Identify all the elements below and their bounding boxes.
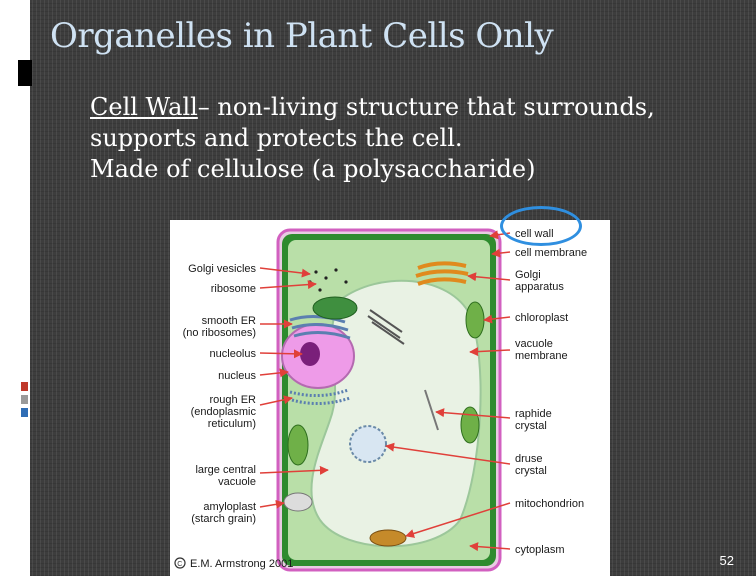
svg-text:C: C (177, 561, 182, 568)
label-rough-er: rough ER (210, 394, 257, 406)
raphide-crystal (367, 309, 405, 345)
rough-er (289, 388, 351, 405)
label-cell-membrane: cell membrane (515, 247, 587, 259)
copyright-icon (174, 557, 186, 569)
right-labels: cell wall cell membrane Golgi apparatus … (515, 228, 587, 556)
accent-square-blue (21, 408, 28, 417)
definition-paragraph: Cell Wall– non-living structure that sur… (90, 92, 730, 154)
label-raphide: raphide (515, 408, 552, 420)
label-apparatus: apparatus (515, 281, 564, 293)
label-nucleolus: nucleolus (210, 348, 257, 360)
label-ribosome: ribosome (211, 283, 256, 295)
left-labels: Golgi vesicles ribosome smooth ER (no ri… (183, 263, 257, 525)
raphide-needle (424, 389, 439, 431)
amyloplast (283, 492, 313, 512)
label-druse-crystal: crystal (515, 465, 547, 477)
chloroplast-2 (465, 301, 485, 339)
plant-cell-diagram: Golgi vesicles ribosome smooth ER (no ri… (170, 220, 610, 576)
slide-title: Organelles in Plant Cells Only (50, 16, 554, 56)
chloroplast-3 (287, 424, 309, 466)
accent-square-gray (21, 395, 28, 404)
chloroplast-1 (312, 296, 358, 320)
figure-credit: E.M. Armstrong 2001 (190, 558, 293, 570)
central-vacuole (310, 279, 482, 548)
label-smooth-er: smooth ER (202, 315, 256, 327)
detail-paragraph: Made of cellulose (a polysaccharide) (90, 155, 536, 183)
left-accent-band (0, 0, 30, 576)
term-cell-wall: Cell Wall (90, 93, 198, 121)
label-amyloplast-sub: (starch grain) (191, 513, 256, 525)
label-smooth-er-sub: (no ribosomes) (183, 327, 256, 339)
nucleolus (300, 342, 320, 366)
plant-cell-svg: Golgi vesicles ribosome smooth ER (no ri… (174, 228, 587, 572)
label-cytoplasm: cytoplasm (515, 544, 565, 556)
label-large-central: large central (195, 464, 256, 476)
label-nucleus: nucleus (218, 370, 256, 382)
smooth-er (289, 315, 351, 340)
cell-wall-callout (500, 206, 582, 246)
accent-square-red (21, 382, 28, 391)
label-vacuole-right: vacuole (515, 338, 553, 350)
label-rough-er-sub2: reticulum) (208, 418, 256, 430)
label-golgi: Golgi (515, 269, 541, 281)
label-mitochondrion: mitochondrion (515, 498, 584, 510)
page-number: 52 (719, 553, 734, 568)
label-rough-er-sub1: (endoplasmic (191, 406, 257, 418)
golgi-apparatus (415, 261, 469, 286)
label-vacuole: vacuole (218, 476, 256, 488)
term-definition: – non-living structure that surrounds, s… (90, 93, 655, 152)
chloroplast-4 (460, 406, 480, 444)
label-amyloplast: amyloplast (203, 501, 256, 513)
mitochondrion (369, 529, 407, 547)
slide-body: Cell Wall– non-living structure that sur… (90, 92, 730, 185)
label-golgi-vesicles: Golgi vesicles (188, 263, 256, 275)
label-druse: druse (515, 453, 543, 465)
label-raphide-crystal: crystal (515, 420, 547, 432)
druse-crystal (349, 425, 387, 463)
label-chloroplast: chloroplast (515, 312, 568, 324)
label-arrows (259, 230, 511, 552)
title-marker (18, 60, 32, 86)
label-membrane: membrane (515, 350, 568, 362)
